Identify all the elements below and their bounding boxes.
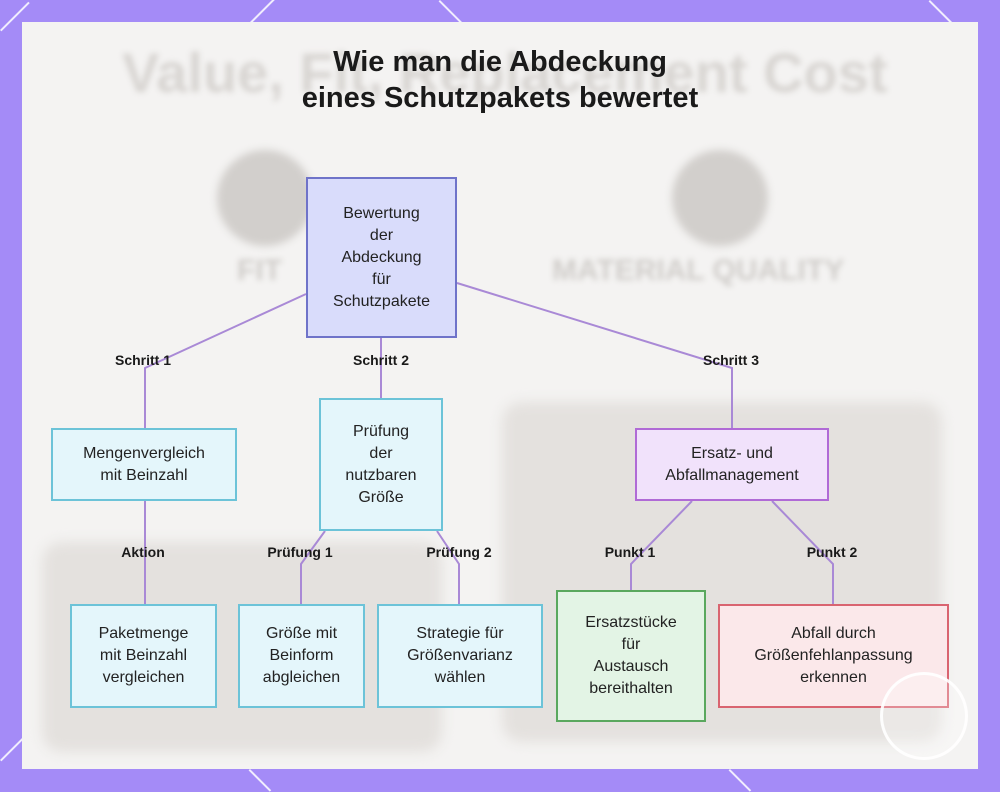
edge-label-schritt1: Schritt 1	[114, 352, 172, 368]
node-root: Bewertung der Abdeckung für Schutzpakete	[306, 177, 457, 338]
node-groesse-beinform-label: Größe mit Beinform abgleichen	[262, 625, 341, 686]
edge-label-aktion: Aktion	[121, 544, 165, 560]
node-root-label: Bewertung der Abdeckung für Schutzpakete	[333, 204, 430, 310]
node-strategie: Strategie für Größenvarianz wählen	[377, 604, 543, 708]
link-ersatz-abfall	[771, 500, 834, 604]
edge-label-pruefung2: Prüfung 2	[426, 544, 492, 560]
link-pruefung-groesse	[300, 530, 326, 604]
edge-label-schritt2: Schritt 2	[352, 352, 410, 368]
diagram-title: Wie man die Abdeckung eines Schutzpakets…	[301, 46, 699, 114]
background-heading: Value, Fit, Replacement Cost	[122, 41, 888, 104]
node-strategie-label: Strategie für Größenvarianz wählen	[407, 625, 513, 686]
link-root-ersatz	[456, 282, 733, 428]
link-ersatz-ersatzstuecke	[630, 500, 693, 590]
node-mengenvergleich: Mengenvergleich mit Beinzahl	[51, 428, 237, 501]
node-ersatz-abfall-label: Ersatz- und Abfallmanagement	[665, 444, 799, 484]
watermark-badge-icon	[880, 672, 968, 760]
edge-label-punkt1: Punkt 1	[604, 544, 656, 560]
node-paketmenge-label: Paketmenge mit Beinzahl vergleichen	[98, 625, 189, 686]
node-paketmenge: Paketmenge mit Beinzahl vergleichen	[70, 604, 217, 708]
background-label-material: MATERIAL QUALITY	[552, 254, 845, 287]
edge-label-punkt2: Punkt 2	[806, 544, 858, 560]
link-root-mengen	[144, 293, 307, 428]
node-groesse-beinform: Größe mit Beinform abgleichen	[238, 604, 365, 708]
edge-label-schritt3: Schritt 3	[702, 352, 760, 368]
node-ersatz-abfall: Ersatz- und Abfallmanagement	[635, 428, 829, 501]
node-mengenvergleich-label: Mengenvergleich mit Beinzahl	[83, 444, 205, 484]
node-abfall-label: Abfall durch Größenfehlanpassung erkenne…	[754, 625, 913, 686]
link-pruefung-strategie	[436, 530, 460, 604]
edge-label-pruefung1: Prüfung 1	[267, 544, 333, 560]
background-shield-icon	[672, 150, 768, 246]
background-person-icon	[217, 150, 313, 246]
node-ersatzstuecke: Ersatzstücke für Austausch bereithalten	[556, 590, 706, 722]
background-label-fit: FIT	[237, 254, 282, 287]
node-pruefung-groesse-label: Prüfung der nutzbaren Größe	[345, 422, 417, 506]
node-pruefung-groesse: Prüfung der nutzbaren Größe	[319, 398, 443, 531]
node-ersatzstuecke-label: Ersatzstücke für Austausch bereithalten	[585, 614, 677, 697]
